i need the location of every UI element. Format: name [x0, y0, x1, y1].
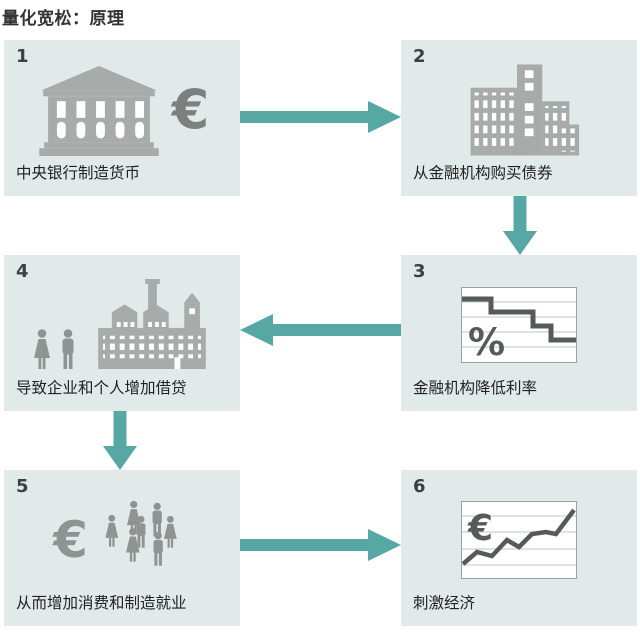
- flow-arrow-right-1-2: [240, 101, 401, 133]
- step-1-icons: €: [4, 58, 240, 162]
- man-icon: [136, 515, 146, 548]
- step-number: 2: [413, 46, 426, 67]
- couple-icon: [33, 329, 73, 369]
- step-box-6: 6 € 刺激经济: [401, 470, 637, 626]
- step-box-4: 4: [4, 255, 240, 411]
- step-2-icons: [401, 58, 637, 162]
- step-box-3: 3 % 金融机构降低利率: [401, 255, 637, 411]
- step-number: 3: [413, 261, 426, 282]
- man-icon: [62, 329, 73, 369]
- step-box-1: 1 € 中央银行制造货币: [4, 40, 240, 196]
- flow-arrow-right-5-6: [240, 529, 401, 561]
- step-box-2: 2 从金融机构购买债券: [401, 40, 637, 196]
- woman-icon: [105, 514, 119, 547]
- step-box-5: 5 €: [4, 470, 240, 626]
- step-label: 导致企业和个人增加借贷: [16, 379, 187, 397]
- flow-arrow-left-3-4: [240, 314, 401, 346]
- euro-icon: €: [53, 511, 88, 569]
- step-label: 刺激经济: [413, 594, 476, 612]
- step-5-icons: €: [4, 488, 240, 592]
- step-label: 从而增加消费和制造就业: [16, 594, 187, 612]
- euro-icon: €: [171, 78, 210, 141]
- bank-icon: [39, 65, 159, 156]
- buildings-icon: [470, 64, 580, 156]
- step-number: 1: [16, 46, 29, 67]
- factory-icon: [97, 279, 206, 369]
- step-number: 6: [413, 476, 426, 497]
- crowd-icon: [105, 500, 177, 566]
- percent-symbol: %: [468, 321, 505, 363]
- interest-rate-chart-icon: %: [461, 287, 577, 363]
- step-number: 4: [16, 261, 29, 282]
- step-label: 金融机构降低利率: [413, 379, 538, 397]
- man-icon: [153, 532, 163, 566]
- step-6-icons: €: [401, 488, 637, 592]
- man-icon: [152, 502, 162, 537]
- step-label: 从金融机构购买债券: [413, 164, 553, 182]
- step-4-icons: [4, 273, 240, 377]
- woman-icon: [33, 329, 50, 369]
- flow-arrow-down-2-3: [503, 196, 537, 255]
- step-number: 5: [16, 476, 29, 497]
- euro-icon: €: [467, 508, 493, 549]
- flow-arrow-down-4-5: [103, 411, 137, 470]
- step-3-icons: %: [401, 273, 637, 377]
- woman-icon: [163, 515, 177, 548]
- growth-chart-icon: €: [461, 501, 577, 579]
- page-title: 量化宽松：原理: [2, 9, 125, 29]
- step-label: 中央银行制造货币: [16, 164, 141, 182]
